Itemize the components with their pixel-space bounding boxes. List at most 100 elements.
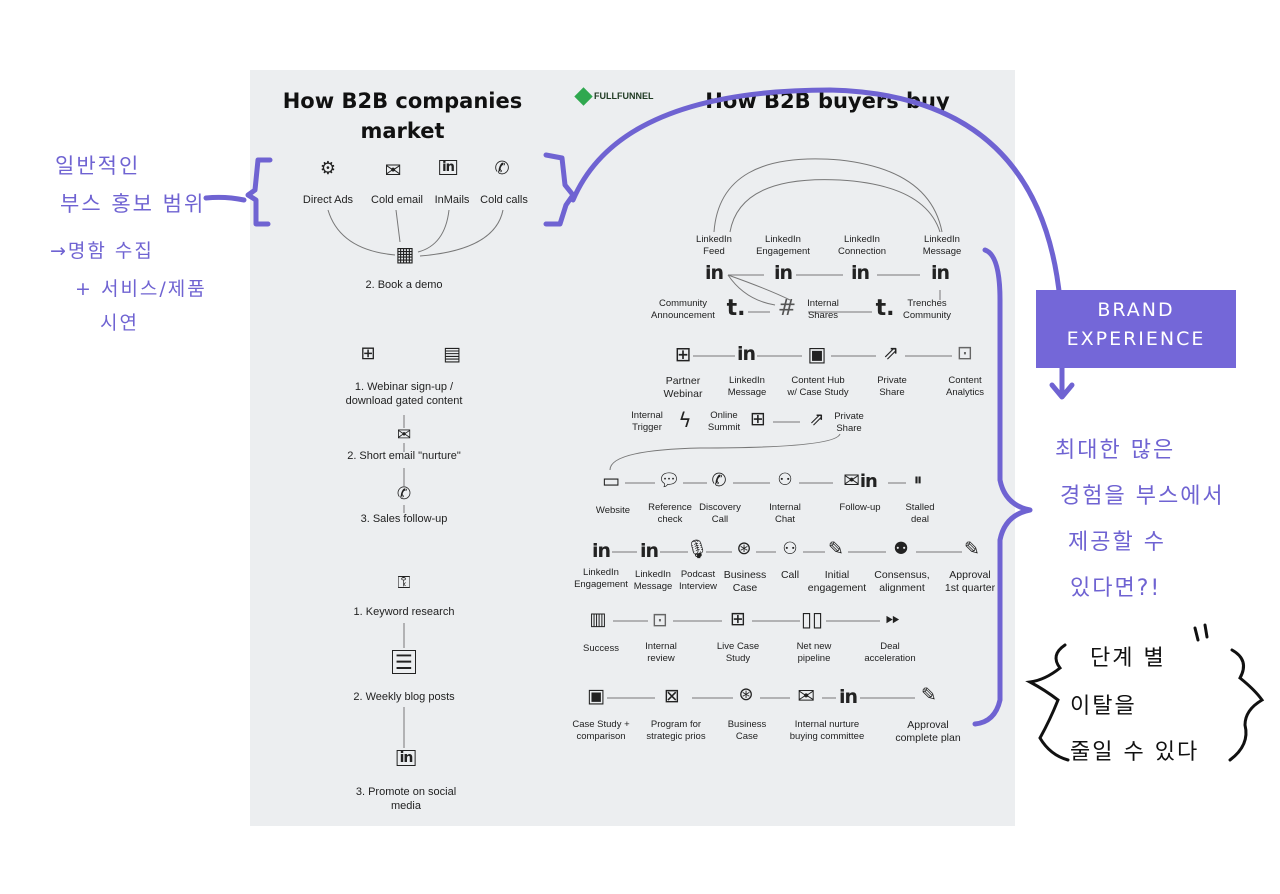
trenches-t-icon: t. xyxy=(726,296,746,321)
node-label: LinkedIn Engagement xyxy=(574,567,628,590)
linkedin-icon: in xyxy=(639,540,659,562)
linkedin-icon: in xyxy=(930,262,950,284)
business-case-icon: ⊛ xyxy=(738,684,754,705)
handwritten-note-line: 있다면?! xyxy=(1070,576,1162,601)
node-label: LinkedIn Feed xyxy=(696,234,732,257)
node-label: Net new pipeline xyxy=(796,641,832,664)
node-label: Business Case xyxy=(723,569,767,595)
step-label: 1. Keyword research xyxy=(353,606,455,618)
node-label: Partner Webinar xyxy=(663,375,703,401)
ad-icon: ⚙ xyxy=(319,158,337,179)
node-label: Discovery Call xyxy=(699,502,741,525)
linkedin-icon: in xyxy=(396,750,416,766)
node-label: LinkedIn Engagement xyxy=(756,234,810,257)
node-label: Stalled deal xyxy=(905,502,935,525)
case-study-icon: ▣ xyxy=(587,685,605,707)
linkedin-icon: in xyxy=(850,262,870,284)
key-icon: ⚿ xyxy=(397,573,411,593)
business-case-icon: ⊛ xyxy=(736,538,752,559)
bottom-left-brace-mark xyxy=(1025,643,1070,762)
node-label: Call xyxy=(780,569,800,581)
connector xyxy=(713,158,943,233)
handwritten-note-line: 단계 별 xyxy=(1090,646,1166,671)
node-label: Approval 1st quarter xyxy=(944,569,996,595)
handwritten-note-line: →명함 수집 xyxy=(50,240,154,262)
node-label: Follow-up xyxy=(839,502,881,513)
handwritten-note-line: + 서비스/제품 xyxy=(75,278,207,300)
step-label: 3. Sales follow-up xyxy=(360,513,448,525)
handwritten-note-line: 부스 홍보 범위 xyxy=(60,192,206,216)
handwritten-note-line: 이탈을 xyxy=(1070,694,1137,719)
handwritten-note-line: 일반적인 xyxy=(55,154,141,178)
node-label: Success xyxy=(583,643,619,654)
arrow-head-mark xyxy=(1049,382,1075,400)
edit-document-icon: ✎ xyxy=(828,538,844,560)
lightning-icon: ϟ xyxy=(678,408,692,432)
envelope-icon: ✉ xyxy=(396,425,412,445)
bar-chart-clock-icon: ▥ xyxy=(589,609,607,630)
analytics-icon: ⊡ xyxy=(957,342,973,364)
strategy-board-icon: ⊠ xyxy=(664,685,680,707)
node-label: Consensus, alignment xyxy=(874,569,930,595)
brand-line: BRAND xyxy=(1097,299,1175,321)
node-label: Business Case xyxy=(727,719,767,742)
handwritten-note-line: 제공할 수 xyxy=(1068,530,1166,555)
microphone-icon: 🎙︎ xyxy=(685,539,709,560)
channel-label: InMails xyxy=(434,194,470,206)
fast-forward-icon: ⏩︎ xyxy=(885,608,901,629)
connector xyxy=(609,433,841,471)
connector xyxy=(727,274,791,301)
node-label: Internal review xyxy=(645,641,677,664)
envelope-linkedin-icon: ✉in xyxy=(843,468,878,492)
node-label: Online Summit xyxy=(707,410,741,433)
phone-icon: ✆ xyxy=(494,158,510,179)
trenches-t-icon: t. xyxy=(875,296,895,321)
webinar-icon: ⊞ xyxy=(674,342,692,366)
document-icon: ▤ xyxy=(443,343,461,365)
envelope-icon: ✉ xyxy=(384,158,402,182)
connector xyxy=(327,209,396,256)
node-label: LinkedIn Connection xyxy=(837,234,887,257)
node-label: Community Announcement xyxy=(651,298,715,321)
connector xyxy=(419,209,504,257)
node-label: LinkedIn Message xyxy=(727,375,767,398)
share-icon: ⇗ xyxy=(883,342,899,364)
node-label: Reference check xyxy=(648,502,692,525)
chat-icon: 💬︎ xyxy=(657,470,681,491)
right-curly-brace-mark xyxy=(972,247,1033,727)
handwritten-note-line: 최대한 많은 xyxy=(1055,438,1176,463)
connector xyxy=(417,209,450,253)
node-label: LinkedIn Message xyxy=(922,234,962,257)
connector xyxy=(395,209,401,243)
right-brace-mark xyxy=(543,152,576,227)
node-label: Internal Shares xyxy=(807,298,839,321)
pointer-line-mark xyxy=(203,194,247,203)
edit-document-icon: ✎ xyxy=(964,538,980,560)
left-brace-mark xyxy=(245,157,273,227)
brand-line: EXPERIENCE xyxy=(1066,327,1206,350)
step-label: 2. Short email "nurture" xyxy=(347,450,461,462)
hashtag-icon: # xyxy=(777,296,797,321)
infographic-board xyxy=(250,70,1015,826)
left-title: How B2B companies market xyxy=(282,89,523,144)
node-label: LinkedIn Message xyxy=(633,569,673,592)
internal-chat-icon: ⚇ xyxy=(777,470,793,490)
website-icon: ▭ xyxy=(602,470,620,492)
node-label: Program for strategic prios xyxy=(646,719,706,742)
node-label: Initial engagement xyxy=(807,569,867,595)
node-label: Private Share xyxy=(877,375,907,398)
tick-mark xyxy=(1193,626,1200,642)
calendar-demo-icon: ▦ xyxy=(395,242,415,266)
linkedin-icon: in xyxy=(439,160,457,175)
channel-label: Cold email xyxy=(371,194,423,206)
bottom-right-brace-mark xyxy=(1228,648,1265,762)
channel-label: Cold calls xyxy=(480,194,528,206)
node-label: Internal Chat xyxy=(769,502,801,525)
share-icon: ⇗ xyxy=(809,409,825,430)
review-chart-icon: ⊡ xyxy=(652,609,668,631)
step-label: 3. Promote on social media xyxy=(355,786,457,812)
node-label: Case Study + comparison xyxy=(572,719,630,742)
step-label: 2. Weekly blog posts xyxy=(353,691,455,703)
step-label: 1. Webinar sign-up / download gated cont… xyxy=(345,381,463,407)
